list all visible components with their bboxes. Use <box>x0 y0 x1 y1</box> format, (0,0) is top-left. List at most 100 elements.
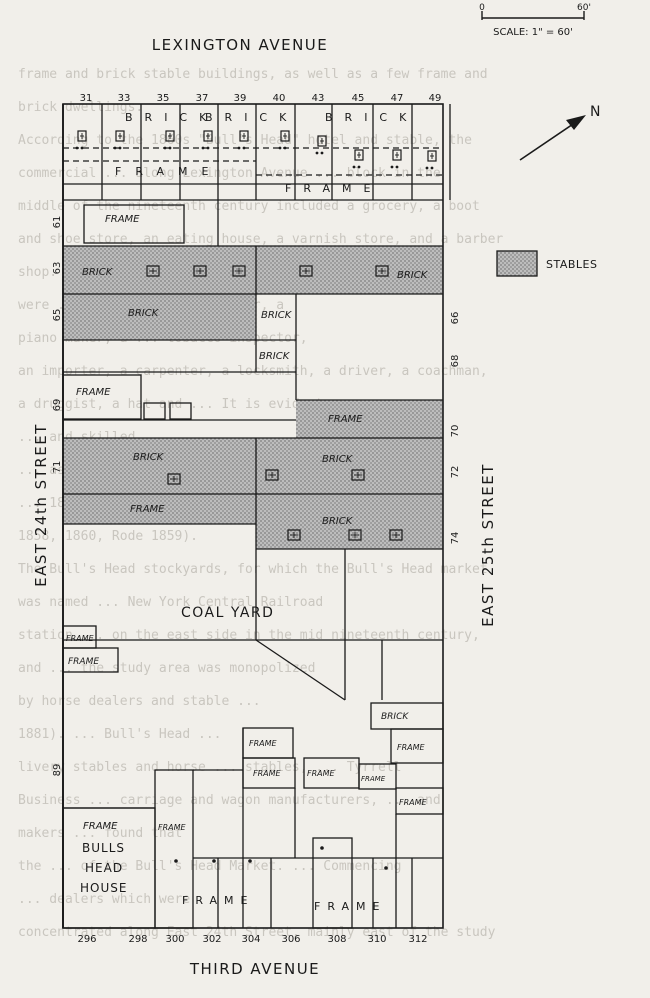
lot-number-west: 61 <box>52 216 63 229</box>
window-mark <box>167 473 181 485</box>
frame-label-w2: FRAME <box>68 657 99 667</box>
lot-number-third: 306 <box>281 934 300 945</box>
frame-label-61: FRAME <box>105 214 140 225</box>
dot-mark <box>320 846 324 850</box>
background-text-line: middle of the nineteenth century include… <box>18 199 480 214</box>
lot-number-lexington: 39 <box>234 93 247 104</box>
window-mark <box>392 149 402 161</box>
window-mark <box>351 469 365 481</box>
stable-bldg-frame-73 <box>63 494 256 524</box>
street-south-label: THIRD AVENUE <box>189 960 320 978</box>
lot-number-west: 63 <box>52 262 63 275</box>
legend-label: STABLES <box>546 258 597 271</box>
lot-number-lexington: 33 <box>118 93 131 104</box>
brick-label-68: BRICK <box>259 351 291 362</box>
dot-mark <box>320 151 324 155</box>
window-mark <box>203 130 213 142</box>
background-text-line: Business ... carriage and wagon manufact… <box>18 793 441 808</box>
bulls-head-label-1: BULLS <box>82 841 125 855</box>
bulls-head-label-2: HEAD <box>85 861 123 875</box>
window-mark <box>77 130 87 142</box>
background-text-line: by horse dealers and stable ... <box>18 694 261 709</box>
scale-label: SCALE: 1" = 60' <box>493 27 573 38</box>
window-mark <box>280 130 290 142</box>
frame-label-c5: FRAME <box>361 775 386 783</box>
window-mark <box>232 265 246 277</box>
window-mark <box>354 149 364 161</box>
lot-number-west: 71 <box>52 461 63 474</box>
lot-number-third: 298 <box>128 934 147 945</box>
lot-number-third: 308 <box>327 934 346 945</box>
dot-mark <box>163 146 167 150</box>
window-mark <box>299 265 313 277</box>
stable-bldg-65 <box>63 294 256 340</box>
lot-number-lexington: 47 <box>391 93 404 104</box>
lot-number-east: 70 <box>450 425 461 438</box>
brick-label-lex-1: BRICK <box>125 111 218 124</box>
dot-mark <box>201 146 205 150</box>
background-text-line: station ... on the east side in the mid … <box>18 628 480 643</box>
legend-swatch-stables <box>496 250 538 277</box>
frame-label-lex-1: FRAME <box>115 165 223 178</box>
lot-number-east: 66 <box>450 312 461 325</box>
brick-label-65: BRICK <box>128 308 160 319</box>
frame-label-lex-2: FRAME <box>285 182 383 195</box>
dot-mark <box>242 146 246 150</box>
legend: STABLES <box>496 250 597 277</box>
lot-number-lexington: 37 <box>196 93 209 104</box>
brick-label-63b: BRICK <box>397 270 429 281</box>
window-mark <box>375 265 389 277</box>
lot-number-west: 65 <box>52 309 63 322</box>
scale-end-label: 60' <box>577 3 591 13</box>
frame-label-c4: FRAME <box>307 769 336 778</box>
background-text-line: commercial ... along Lexington Avenue ..… <box>18 166 441 181</box>
frame-label-w1: FRAME <box>66 634 95 643</box>
brick-label-63a: BRICK <box>82 267 114 278</box>
frame-label-73: FRAME <box>130 504 165 515</box>
dot-mark <box>430 166 434 170</box>
window-mark <box>287 529 301 541</box>
dot-mark <box>75 146 79 150</box>
window-mark <box>389 529 403 541</box>
frame-label-69: FRAME <box>76 387 111 398</box>
lot-number-lexington: 35 <box>157 93 170 104</box>
scale-start-label: 0 <box>479 3 485 13</box>
lot-number-third: 302 <box>202 934 221 945</box>
dot-mark <box>237 146 241 150</box>
background-text-line: The Bull's Head stockyards, for which th… <box>18 562 488 577</box>
frame-label-c2: FRAME <box>249 739 278 748</box>
background-text-line: 1881). ... Bull's Head ... <box>18 727 222 742</box>
background-text-line: and shoe store, an eating house, a varni… <box>18 232 503 247</box>
building-labels: BRICK BRICK BRICK FRAME FRAME FRAME BRIC… <box>66 111 429 913</box>
frame-label-bh: FRAME <box>83 821 118 832</box>
window-mark <box>193 265 207 277</box>
bulls-head-label-3: HOUSE <box>80 881 127 895</box>
background-text-line: makers ... found that <box>18 826 182 841</box>
dot-mark <box>357 165 361 169</box>
window-mark <box>239 130 249 142</box>
lot-number-third: 304 <box>241 934 260 945</box>
lot-number-east: 72 <box>450 466 461 479</box>
brick-label-lex-3: BRICK <box>325 111 418 124</box>
north-arrow: N <box>519 104 600 161</box>
lot-number-lexington: 40 <box>273 93 286 104</box>
window-mark <box>146 265 160 277</box>
window-mark <box>165 130 175 142</box>
background-text-line: ... dealers which were <box>18 892 190 907</box>
stable-bldg-63 <box>63 246 443 294</box>
background-text-line: livery stables and horse ... stables, ..… <box>18 760 402 775</box>
stable-buildings <box>63 246 443 549</box>
brick-label-lex-2: BRICK <box>205 111 298 124</box>
dot-mark <box>174 859 178 863</box>
dot-mark <box>425 166 429 170</box>
dot-mark <box>352 165 356 169</box>
dot-mark <box>168 146 172 150</box>
brick-label-72: BRICK <box>322 454 354 465</box>
frame-label-third-2: FRAME <box>314 900 387 913</box>
window-mark <box>115 130 125 142</box>
background-text-line: was named ... New York Central Railroad <box>18 595 323 610</box>
background-text-line: the ... of the Bull's Head Market. ... C… <box>18 859 402 874</box>
dot-mark <box>384 866 388 870</box>
